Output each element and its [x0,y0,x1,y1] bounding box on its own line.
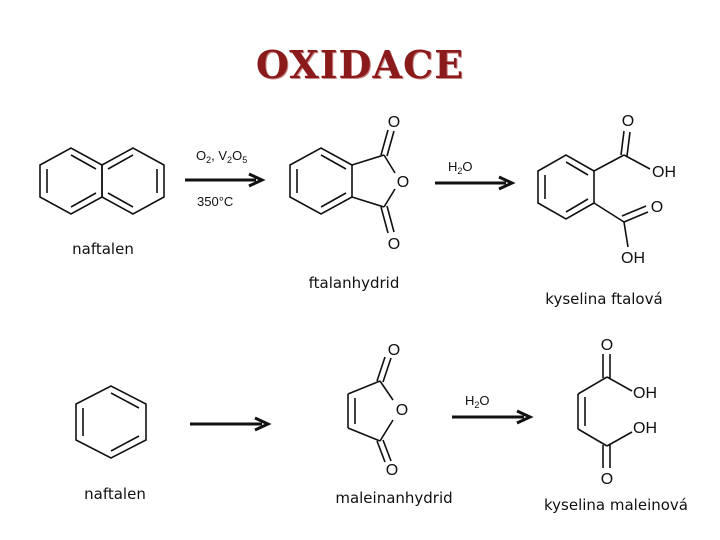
water-label-1: H2O [448,159,473,176]
maleic-carbonyl-oxygen-bottom: O [386,462,398,479]
phthalic-acid-structure [537,130,651,248]
maleic-acid-structure [577,354,633,468]
reaction-arrow-2 [435,175,516,191]
maleic-anhydride-structure [347,356,394,463]
maleic-acid-hydroxyl-bottom: OH [633,420,657,437]
naphthalene-label: naftalen [72,240,134,258]
acid-hydroxyl-bottom: OH [621,250,645,267]
acid-hydroxyl-top: OH [652,164,676,181]
anhydride-ring-oxygen: O [397,174,409,191]
acid-carbonyl-oxygen-bottom: O [651,199,663,216]
maleic-acid-carbonyl-oxygen-top: O [601,337,613,354]
temperature-label: 350°C [197,194,233,209]
maleic-carbonyl-oxygen-top: O [388,342,400,359]
naphthalene-structure [39,147,165,215]
maleic-ring-oxygen: O [396,402,408,419]
acid-carbonyl-oxygen-top: O [622,113,634,130]
maleic-acid-label: kyselina maleinová [544,496,688,514]
benzene-label: naftalen [84,485,146,503]
reaction-arrow-3 [190,416,272,432]
anhydride-carbonyl-oxygen-top: O [388,114,400,131]
phthalic-anhydride-label: ftalanhydrid [309,274,400,292]
maleic-anhydride-label: maleinanhydrid [335,489,452,507]
phthalic-acid-label: kyselina ftalová [545,290,662,308]
water-label-2: H2O [465,393,490,410]
maleic-acid-hydroxyl-top: OH [633,385,657,402]
reaction-arrow-4 [452,409,534,425]
reaction-arrow-1 [185,172,266,188]
phthalic-anhydride-structure [289,129,396,234]
benzene-structure [75,385,147,459]
page-title: OXIDACE [255,42,465,87]
maleic-acid-carbonyl-oxygen-bottom: O [601,471,613,488]
anhydride-carbonyl-oxygen-bottom: O [388,236,400,253]
reagents-label: O2, V2O5 [196,148,247,165]
